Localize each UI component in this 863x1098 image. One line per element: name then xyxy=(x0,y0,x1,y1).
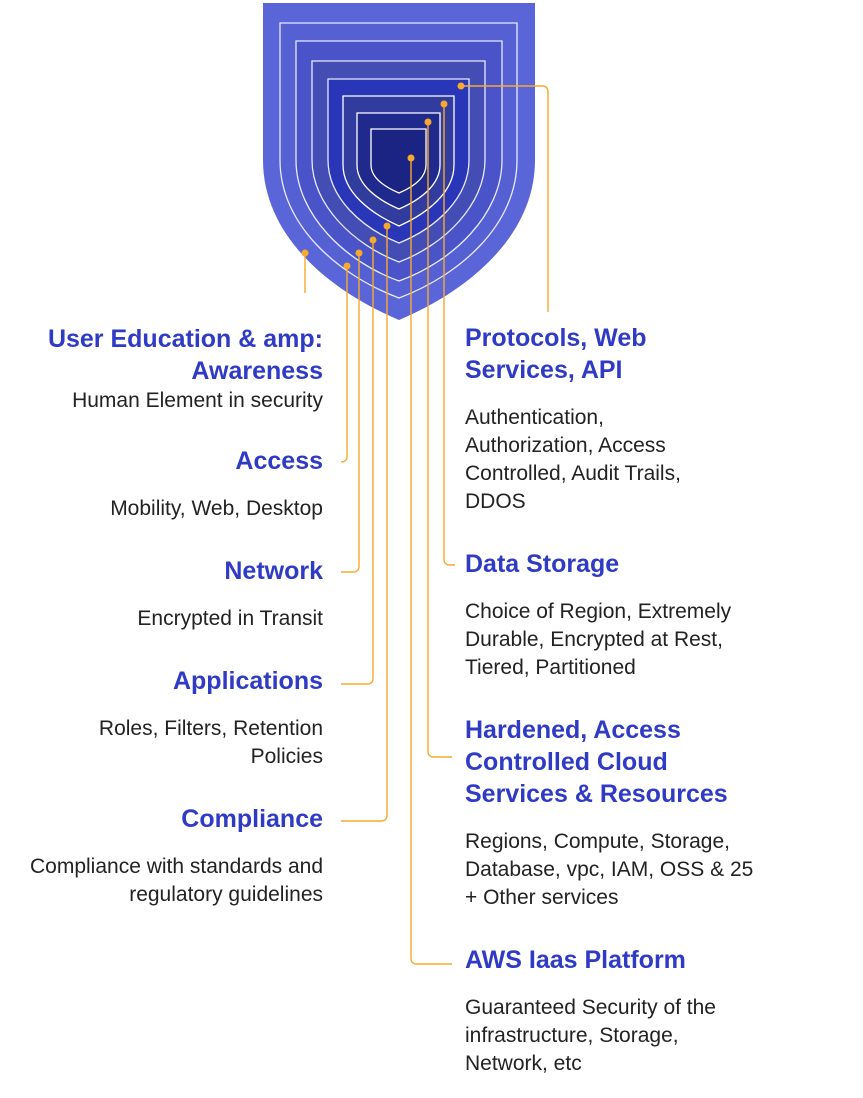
connector-compliance xyxy=(341,226,388,822)
layer-description: Choice of Region, Extremely Durable, Enc… xyxy=(465,600,732,679)
connectors xyxy=(304,85,549,965)
connector-access xyxy=(340,266,348,463)
layer-network: Network Encrypted in Transit xyxy=(23,555,323,633)
layer-title: Compliance xyxy=(181,805,323,833)
layer-description: Guaranteed Security of the infrastructur… xyxy=(465,996,716,1075)
layer-title: Applications xyxy=(172,667,323,695)
connector-network xyxy=(341,253,360,573)
layer-hardened: Hardened, Access Controlled Cloud Servic… xyxy=(465,714,755,912)
layer-title: Protocols, Web Services, API xyxy=(465,324,647,384)
dot-hardened xyxy=(424,118,432,126)
layer-title: Hardened, Access Controlled Cloud Servic… xyxy=(465,716,728,808)
layer-description: Encrypted in Transit xyxy=(137,607,323,630)
layer-title: Access xyxy=(235,447,323,475)
layer-description: Mobility, Web, Desktop xyxy=(110,497,323,520)
dot-user-education xyxy=(301,249,309,257)
shield xyxy=(263,3,535,320)
dot-protocols xyxy=(457,82,465,90)
layer-title: Network xyxy=(224,557,323,585)
layer-access: Access Mobility, Web, Desktop xyxy=(23,445,323,523)
connector-dots xyxy=(301,82,465,270)
layer-title: Data Storage xyxy=(465,550,620,578)
dot-access xyxy=(343,262,351,270)
layer-description: Roles, Filters, Retention Policies xyxy=(98,717,323,768)
connector-aws xyxy=(410,158,452,965)
layer-data-storage: Data Storage Choice of Region, Extremely… xyxy=(465,548,765,682)
layer-title: AWS Iaas Platform xyxy=(465,946,686,974)
connector-protocols xyxy=(461,85,549,312)
layer-title: User Education & amp: Awareness xyxy=(47,325,323,385)
dot-compliance xyxy=(383,222,391,230)
dot-data-storage xyxy=(440,100,448,108)
layer-description: Compliance with standards and regulatory… xyxy=(30,855,323,906)
layer-aws-iaas: AWS Iaas Platform Guaranteed Security of… xyxy=(465,944,765,1078)
connector-data-storage xyxy=(443,104,455,566)
dot-applications xyxy=(369,236,377,244)
layer-compliance: Compliance Compliance with standards and… xyxy=(23,803,323,909)
connector-applications xyxy=(341,240,374,685)
layer-description: Human Element in security xyxy=(72,389,323,412)
dot-network xyxy=(355,249,363,257)
layer-description: Authentication, Authorization, Access Co… xyxy=(465,406,681,513)
layer-description: Regions, Compute, Storage, Database, vpc… xyxy=(465,830,754,909)
dot-aws xyxy=(407,154,415,162)
layer-protocols: Protocols, Web Services, API Authenticat… xyxy=(465,322,715,516)
layer-user-education: User Education & amp: Awareness Human El… xyxy=(23,323,323,415)
shield-layer-8 xyxy=(370,128,427,194)
connector-hardened xyxy=(427,122,452,758)
layer-applications: Applications Roles, Filters, Retention P… xyxy=(63,665,323,771)
